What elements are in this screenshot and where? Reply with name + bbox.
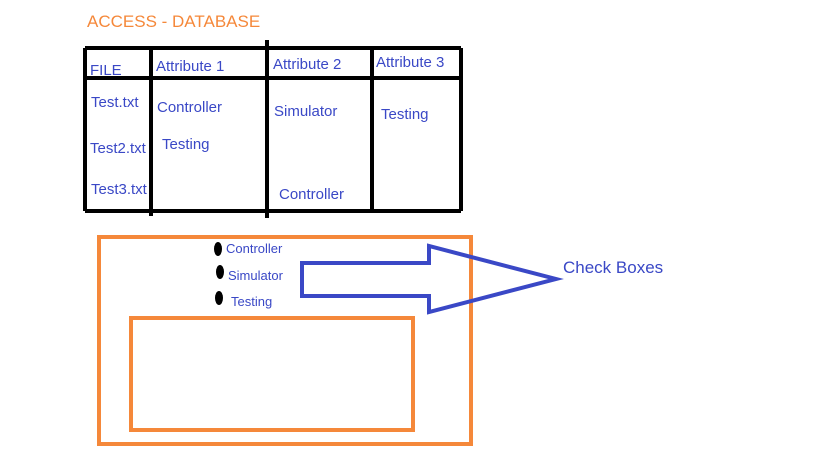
attr2-cell-2: Controller <box>279 186 345 203</box>
attr1-cell-2: Testing <box>162 136 210 153</box>
callout-label: Check Boxes <box>563 258 664 277</box>
checkbox-label-testing: Testing <box>231 294 273 309</box>
header-attribute-1: Attribute 1 <box>156 58 225 75</box>
arrow-icon <box>300 243 564 315</box>
attr2-cell-1: Simulator <box>274 103 338 120</box>
checkbox-simulator-icon[interactable] <box>216 265 224 279</box>
header-file: FILE <box>90 62 122 79</box>
diagram-title: ACCESS - DATABASE <box>87 12 261 31</box>
attr3-cell-1: Testing <box>381 106 429 123</box>
checkbox-testing-icon[interactable] <box>215 291 223 305</box>
checkbox-label-simulator: Simulator <box>228 268 283 283</box>
file-cell-1: Test.txt <box>91 94 139 111</box>
checkbox-label-controller: Controller <box>226 241 283 256</box>
file-cell-2: Test2.txt <box>90 140 146 157</box>
table-outline <box>83 40 463 218</box>
form-inner-box <box>129 316 415 432</box>
file-cell-3: Test3.txt <box>91 181 147 198</box>
form-outer-box <box>97 235 473 446</box>
header-attribute-3: Attribute 3 <box>376 54 445 71</box>
attr1-cell-1: Controller <box>157 99 223 116</box>
checkbox-controller-icon[interactable] <box>214 242 222 256</box>
header-attribute-2: Attribute 2 <box>273 56 342 73</box>
